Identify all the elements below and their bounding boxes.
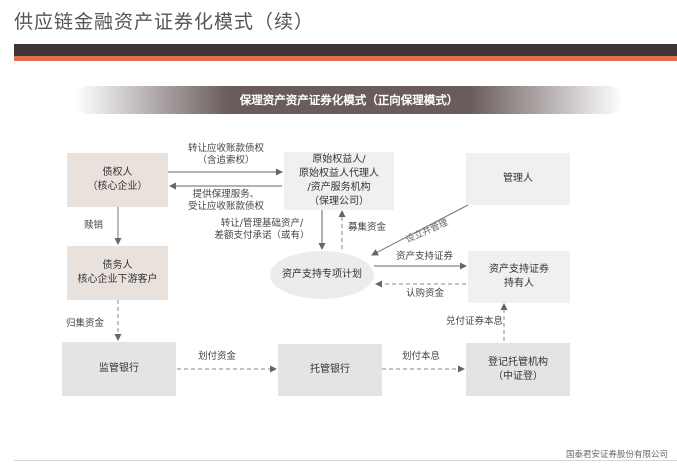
- diagram-banner: [75, 86, 623, 114]
- node-original-rights-holder: 原始权益人/ 原始权益人代理人 /资产服务机构 （保理公司）: [284, 152, 394, 210]
- label-transfer-assets: 转让/管理基础资产/ 差额支付承诺（或有）: [214, 218, 310, 241]
- node-supervision-bank-label: 监管银行: [99, 363, 139, 374]
- node-abs-plan-label: 资产支持专项计划: [282, 269, 362, 280]
- title-bar: [14, 44, 677, 56]
- node-manager-label: 管理人: [503, 173, 533, 184]
- node-registry-label: 登记托管机构 （中证登）: [488, 356, 548, 382]
- node-debtor-label: 债务人 核心企业下游客户: [77, 260, 158, 285]
- title-bar-accent: [14, 56, 677, 61]
- node-custodian-bank: 托管银行: [278, 344, 382, 396]
- node-security-holders: 资产支持证券 持有人: [468, 251, 570, 303]
- label-abs-securities: 资产支持证券: [396, 251, 454, 262]
- node-manager: 管理人: [466, 153, 570, 205]
- node-security-holders-label: 资产支持证券 持有人: [489, 264, 549, 289]
- label-redeem-principal: 兑付证券本息: [446, 316, 504, 327]
- node-registry: 登记托管机构 （中证登）: [466, 343, 570, 396]
- label-transfer-receivables: 转让应收账款债权 （含追索权）: [187, 143, 264, 166]
- node-creditor-label: 债权人 （核心企业）: [87, 167, 148, 192]
- label-raise-funds: 募集资金: [348, 222, 387, 233]
- node-custodian-bank-label: 托管银行: [310, 364, 350, 375]
- footer-divider: [14, 460, 677, 461]
- arrow-establish-manage: [371, 204, 469, 256]
- label-writeoff: 赎销: [84, 220, 104, 231]
- label-subscription-funds: 认购资金: [406, 288, 445, 299]
- footer-credit: 国泰君安证券股份有限公司: [566, 450, 669, 460]
- label-collect-funds: 归集资金: [66, 318, 105, 329]
- label-transfer-principal: 划付本息: [402, 351, 441, 362]
- node-supervision-bank: 监管银行: [62, 342, 176, 396]
- page-title: 供应链金融资产证券化模式（续）: [14, 11, 315, 33]
- label-factoring-services: 提供保理服务、 受让应收账款债权: [187, 189, 264, 212]
- node-abs-plan: 资产支持专项计划: [270, 251, 374, 299]
- diagram-title: 保理资产资产证券化模式（正向保理模式）: [239, 93, 459, 107]
- node-debtor: 债务人 核心企业下游客户: [67, 246, 168, 300]
- node-creditor: 债权人 （核心企业）: [67, 153, 168, 207]
- node-original-rights-holder-label: 原始权益人/ 原始权益人代理人 /资产服务机构 （保理公司）: [299, 154, 379, 207]
- label-transfer-funds: 划付资金: [198, 351, 237, 362]
